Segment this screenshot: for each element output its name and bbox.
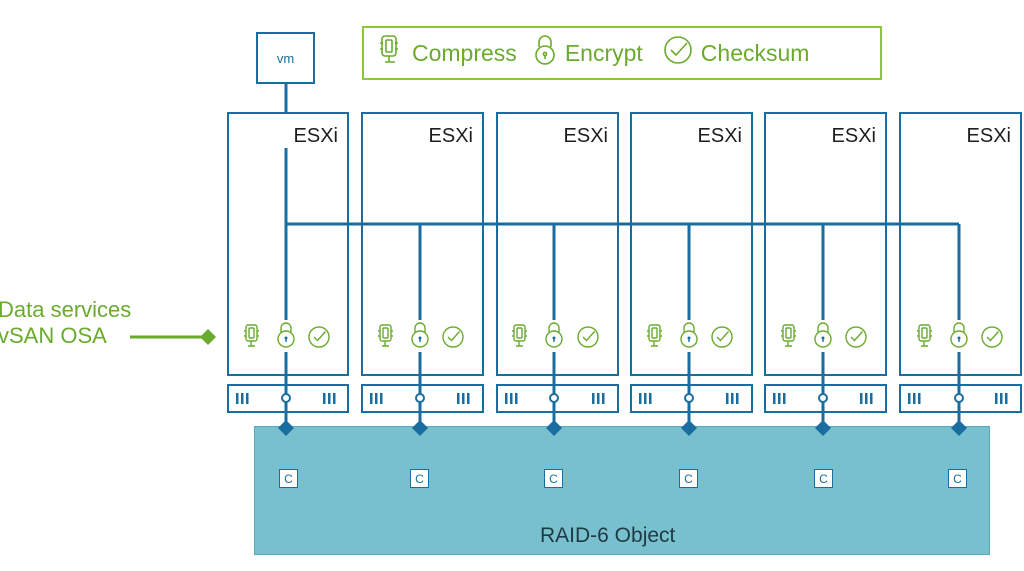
esxi-host	[361, 112, 484, 376]
host-label: ESXi	[831, 125, 876, 147]
legend-checksum-label: Checksum	[700, 39, 810, 66]
nic-port	[818, 393, 828, 403]
checkmark-icon	[845, 326, 867, 348]
nic-detail	[505, 393, 605, 404]
component-label: C	[415, 471, 424, 486]
compress-icon	[646, 324, 663, 347]
connector-diamond	[681, 420, 697, 436]
esxi-host	[227, 112, 349, 376]
nic-port	[549, 393, 559, 403]
host-label: ESXi	[563, 125, 608, 147]
nic-detail	[908, 393, 1008, 404]
checkmark-icon	[577, 326, 599, 348]
data-services-legend: Compress Encrypt Checksum	[362, 26, 882, 80]
nic-port	[281, 393, 291, 403]
lock-icon	[950, 322, 968, 348]
host-service-icons	[511, 322, 599, 348]
component-label: C	[953, 471, 962, 486]
nic-port	[684, 393, 694, 403]
host-service-icons	[780, 322, 867, 348]
compress-icon	[243, 324, 260, 347]
checkmark-icon	[442, 326, 464, 348]
vm-label: vm	[276, 50, 295, 66]
host-service-icons	[646, 322, 733, 348]
connector-diamond	[951, 420, 967, 436]
lock-icon	[531, 33, 565, 73]
host-service-icons	[243, 322, 330, 348]
raid-object	[254, 426, 990, 555]
legend-compress-label: Compress	[412, 39, 517, 66]
component-label: C	[284, 471, 293, 486]
lock-icon	[411, 322, 429, 348]
component-box: C	[279, 469, 298, 488]
component-box: C	[544, 469, 563, 488]
legend-checksum: Checksum	[661, 33, 810, 73]
data-services-line2: vSAN OSA	[0, 323, 107, 348]
compress-icon	[377, 324, 394, 347]
lock-icon	[277, 322, 295, 348]
raid-label: RAID-6 Object	[540, 524, 676, 547]
component-box: C	[410, 469, 429, 488]
lock-icon	[814, 322, 832, 348]
connector-diamond	[815, 420, 831, 436]
connector-diamond	[546, 420, 562, 436]
host-service-icons	[916, 322, 1003, 348]
legend-encrypt-label: Encrypt	[564, 39, 643, 66]
component-box: C	[948, 469, 967, 488]
compress-icon	[780, 324, 797, 347]
component-label: C	[549, 471, 558, 486]
component-box: C	[679, 469, 698, 488]
data-services-label: Data services vSAN OSA	[0, 297, 131, 349]
checkmark-icon	[661, 33, 701, 73]
data-services-diamond	[200, 329, 216, 345]
checkmark-icon	[981, 326, 1003, 348]
compress-icon	[511, 324, 528, 347]
compress-icon	[376, 33, 412, 73]
lock-icon	[680, 322, 698, 348]
connector-diamond	[412, 420, 428, 436]
lock-icon	[545, 322, 563, 348]
host-service-icons	[377, 322, 464, 348]
host-label: ESXi	[697, 125, 742, 147]
host-label: ESXi	[293, 125, 338, 147]
legend-encrypt: Encrypt	[531, 33, 643, 73]
component-label: C	[684, 471, 693, 486]
nic-detail	[639, 393, 739, 404]
connector-diamond	[278, 420, 294, 436]
nic-detail	[236, 393, 336, 404]
component-box: C	[814, 469, 833, 488]
nic-detail	[370, 393, 470, 404]
nic-detail	[773, 393, 873, 404]
checkmark-icon	[308, 326, 330, 348]
nic-port	[954, 393, 964, 403]
vm-box: vm	[256, 32, 315, 84]
data-services-line1: Data services	[0, 297, 132, 322]
nic-port	[415, 393, 425, 403]
host-label: ESXi	[428, 125, 473, 147]
compress-icon	[916, 324, 933, 347]
legend-compress: Compress	[376, 33, 517, 73]
component-label: C	[819, 471, 828, 486]
host-label: ESXi	[966, 125, 1011, 147]
checkmark-icon	[711, 326, 733, 348]
